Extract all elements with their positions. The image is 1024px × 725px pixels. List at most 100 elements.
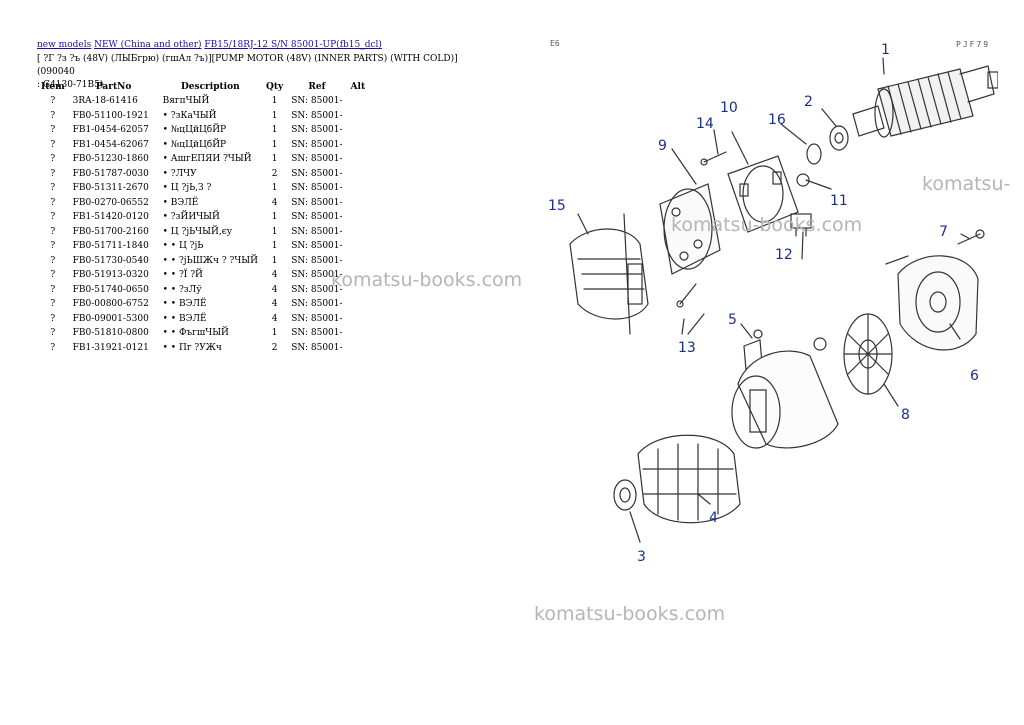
table-cell: FB0-51913-0320: [72, 270, 149, 281]
table-cell: SN: 85001-: [291, 139, 343, 150]
part-6-end-frame: [897, 255, 979, 351]
title-line-1: [ ?Г ?з ?ъ (48V) (ЛЫБгрю) (гшАл ?ъ)][PUM…: [37, 54, 458, 77]
table-cell: • Ц ?jЬ,З ?: [162, 183, 212, 194]
callout-14: 14: [696, 116, 714, 132]
table-cell: 1: [271, 96, 278, 107]
table-cell: ?: [50, 110, 56, 121]
watermark-2: komatsu-books.com: [671, 214, 863, 236]
table-cell: 1: [271, 212, 278, 223]
table-cell: SN: 85001-: [291, 226, 343, 237]
table-cell: ВягпЧЫЙ: [162, 96, 210, 107]
table-cell: ?: [50, 96, 56, 107]
callout-8: 8: [901, 407, 910, 423]
table-cell: ?: [50, 299, 56, 310]
table-cell: 3RA-18-61416: [72, 96, 138, 107]
part-yoke: [731, 350, 839, 449]
callout-6: 6: [970, 368, 979, 384]
table-cell: • ВЭЛЁ: [162, 197, 199, 208]
part-9-end-cover: [659, 183, 721, 275]
table-cell: SN: 85001-: [291, 241, 343, 252]
table-cell-alt: [347, 181, 370, 196]
table-cell: 4: [271, 284, 278, 295]
table-cell: FB0-51787-0030: [72, 168, 149, 179]
table-cell: SN: 85001-: [291, 328, 343, 339]
table-cell: 1: [271, 183, 278, 194]
callout-1: 1: [881, 42, 890, 58]
column-header-ref: Ref: [308, 82, 326, 92]
callout-7: 7: [939, 224, 948, 240]
table-cell: 1: [271, 125, 278, 136]
table-cell: FB0-51810-0800: [72, 328, 149, 339]
table-cell: FB0-51100-1921: [72, 110, 149, 121]
diagram-corner: E6: [550, 39, 560, 48]
part-yoke-plug: [813, 337, 827, 351]
watermark-1: komatsu-books.com: [331, 269, 523, 291]
column-header-partno: PartNo: [95, 82, 132, 92]
table-cell: SN: 85001-: [291, 255, 343, 266]
table-cell-alt: [347, 123, 370, 138]
table-cell: 2: [271, 342, 278, 353]
table-cell: SN: 85001-: [291, 197, 343, 208]
column-header-alt: Alt: [350, 82, 366, 92]
part-11-washer: [796, 173, 810, 187]
callout-12: 12: [775, 247, 793, 263]
table-cell: • ?зКаЧЫЙ: [162, 110, 217, 121]
breadcrumb-model[interactable]: FB15/18RJ-12 S/N 85001-UP(fb15_dcl): [204, 40, 382, 50]
table-cell: • • ВЭЛЁ: [162, 299, 207, 310]
table-cell: • • Ц ?jЬ: [162, 241, 204, 252]
table-cell-alt: [347, 225, 370, 240]
part-6-bolt: [885, 255, 909, 265]
table-cell: ?: [50, 328, 56, 339]
table-cell: 4: [271, 270, 278, 281]
callout-16: 16: [768, 112, 786, 128]
table-cell: 1: [271, 110, 278, 121]
table-cell: • • ?зЛў: [162, 284, 202, 295]
part-15-bolt: [623, 213, 631, 335]
table-cell: • • ?jЬШЖч ? ?ЧЫЙ: [162, 255, 259, 266]
table-cell: FB1-31921-0121: [72, 342, 149, 353]
table-cell: ?: [50, 270, 56, 281]
breadcrumb-new-models[interactable]: new models: [37, 40, 92, 50]
table-cell: SN: 85001-: [291, 342, 343, 353]
table-cell: ?: [50, 212, 56, 223]
table-cell: • №цЦйЦбЙР: [162, 139, 227, 150]
table-cell-alt: [347, 152, 370, 167]
column-header-qty: Qty: [266, 82, 284, 92]
callout-13: 13: [678, 340, 696, 356]
table-cell: SN: 85001-: [291, 299, 343, 310]
part-3-bearing: [613, 479, 637, 511]
part-4-field-coil: [637, 434, 741, 524]
table-cell: FB1-0454-62057: [72, 125, 149, 136]
callout-15: 15: [548, 198, 566, 214]
part-10-brush-holder: [727, 155, 799, 233]
table-cell: 1: [271, 154, 278, 165]
diagram-code: PJF79: [956, 40, 990, 49]
table-cell: 1: [271, 328, 278, 339]
table-cell: SN: 85001-: [291, 168, 343, 179]
table-cell: ?: [50, 313, 56, 324]
column-header-item: Item: [41, 82, 65, 92]
table-cell: • • ВЭЛЁ: [162, 313, 207, 324]
watermark-3: komatsu-books.com: [534, 603, 726, 625]
callout-10: 10: [720, 100, 738, 116]
table-cell: ?: [50, 255, 56, 266]
table-cell: • ?зЙИЧЫЙ: [162, 212, 220, 223]
table-cell: ?: [50, 125, 56, 136]
table-cell-alt: [347, 138, 370, 153]
breadcrumb-new-china[interactable]: NEW (China and other): [94, 40, 202, 50]
table-cell: ?: [50, 241, 56, 252]
part-1-armature: [852, 65, 998, 138]
table-cell: 1: [271, 241, 278, 252]
exploded-parts-diagram: E6 PJF79 1 2 3 4 5 6 7 8 9 10 11 12 13 1…: [548, 39, 998, 565]
